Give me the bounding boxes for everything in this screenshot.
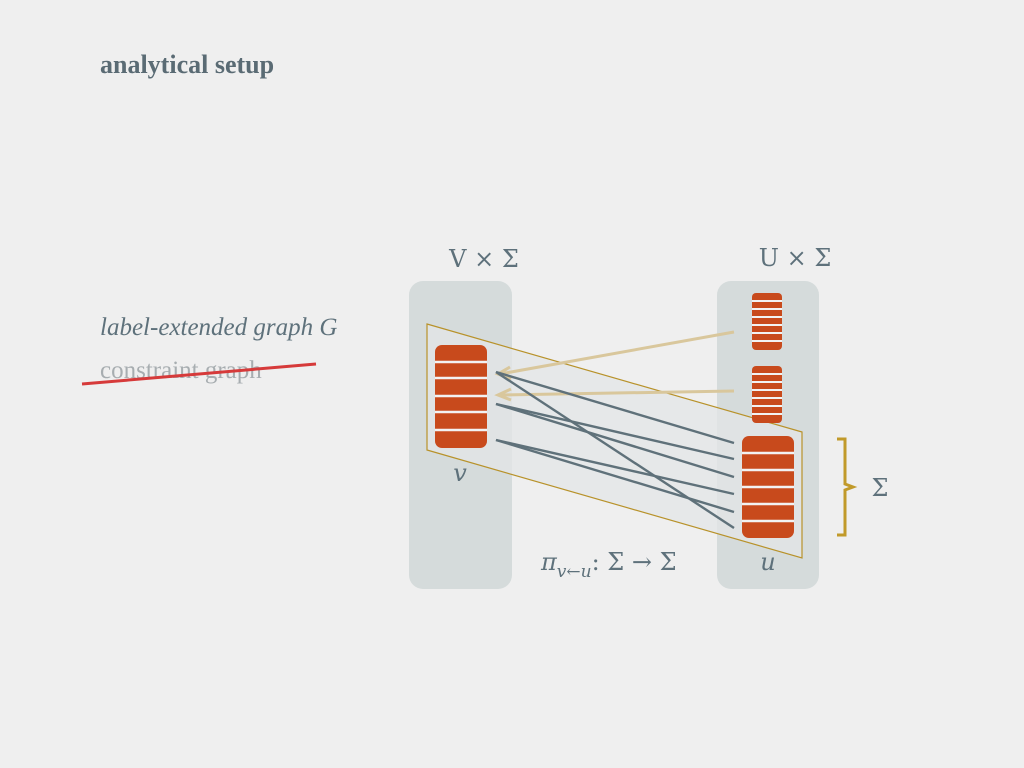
sigma-brace-label: Σ (872, 474, 889, 502)
label-extended-graph-text: label-extended graph G (100, 314, 338, 341)
vertex-u-block (742, 436, 794, 538)
strike-through-line (81, 362, 317, 386)
projection-label: πv←u: Σ → Σ (540, 548, 677, 582)
projection-edges (495, 370, 735, 530)
projection-pi: π (540, 548, 558, 576)
vertex-v-block (435, 345, 487, 448)
right-small-block-2 (752, 366, 782, 423)
projection-subscript: v←u (557, 562, 592, 582)
projection-rest: : Σ → Σ (592, 548, 677, 576)
sigma-brace (837, 437, 858, 537)
left-column-label: V × Σ (448, 245, 519, 273)
right-column-label: U × Σ (759, 244, 832, 272)
vertex-u-label: u (760, 548, 775, 576)
slide-title: analytical setup (100, 50, 275, 79)
light-edges (494, 330, 735, 402)
right-small-block-1 (752, 293, 782, 350)
vertex-v-label: v (453, 459, 467, 487)
